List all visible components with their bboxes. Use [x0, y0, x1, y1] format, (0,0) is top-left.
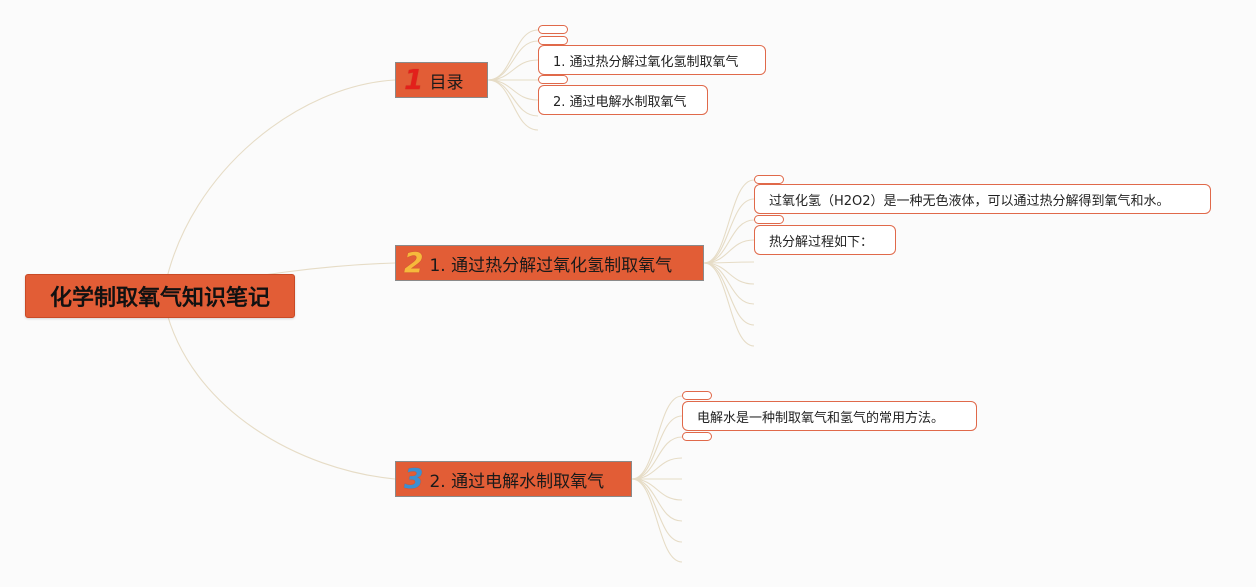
subtopic-label: 2. 通过电解水制取氧气 [553, 94, 687, 110]
branch3-connector-3 [631, 436, 683, 480]
subtopic-h2o2-intro[interactable]: 过氧化氢（H2O2）是一种无色液体，可以通过热分解得到氧气和水。 [754, 184, 1211, 214]
branch-label-1: 目录 [429, 72, 464, 93]
branch3-connector-7 [631, 478, 683, 522]
branch1-connector-2 [487, 40, 539, 81]
branch1-connector-7 [487, 79, 539, 131]
empty-subtopic[interactable] [682, 391, 712, 400]
subtopic-label: 热分解过程如下： [769, 234, 874, 250]
branch-number-1-icon: 1 [404, 63, 424, 96]
branch3-connector-1 [631, 395, 683, 480]
branch-number-3-icon: 3 [404, 462, 424, 495]
branch1-connector-1 [487, 29, 539, 81]
empty-subtopic[interactable] [538, 36, 568, 45]
empty-subtopic[interactable] [754, 175, 784, 184]
root-topic-label: 化学制取氧气知识笔记 [49, 286, 270, 311]
subtopic-toc-2[interactable]: 2. 通过电解水制取氧气 [538, 85, 708, 115]
branch1-connector-3 [487, 59, 539, 81]
branch2-connector-5 [703, 261, 755, 264]
empty-subtopic[interactable] [538, 25, 568, 34]
subtopic-toc-1[interactable]: 1. 通过热分解过氧化氢制取氧气 [538, 45, 766, 75]
branch-topic-3[interactable]: 3 2. 通过电解水制取氧气 [395, 461, 632, 497]
branch3-connector-9 [631, 478, 683, 563]
branch3-connector-8 [631, 478, 683, 543]
branch-number-2-icon: 2 [404, 246, 424, 279]
branch3-connector-6 [631, 478, 683, 501]
branch2-connector-3 [703, 219, 755, 264]
branch-topic-1[interactable]: 1 目录 [395, 62, 488, 98]
branch1-connector-6 [487, 79, 539, 117]
root-connector-3 [164, 305, 396, 480]
branch2-connector-6 [703, 262, 755, 285]
empty-subtopic[interactable] [538, 75, 568, 84]
branch2-connector-4 [703, 239, 755, 264]
branch2-connector-7 [703, 262, 755, 305]
subtopic-label: 1. 通过热分解过氧化氢制取氧气 [553, 54, 739, 70]
branch-label-2: 1. 通过热分解过氧化氢制取氧气 [429, 255, 673, 276]
root-topic[interactable]: 化学制取氧气知识笔记 [25, 274, 295, 318]
subtopic-label: 过氧化氢（H2O2）是一种无色液体，可以通过热分解得到氧气和水。 [769, 193, 1170, 209]
branch2-connector-1 [703, 179, 755, 264]
empty-subtopic[interactable] [754, 215, 784, 224]
subtopic-label: 电解水是一种制取氧气和氢气的常用方法。 [697, 410, 945, 426]
root-connector-1 [164, 79, 396, 287]
branch2-connector-2 [703, 198, 755, 264]
branch1-connector-5 [487, 79, 539, 101]
branch-topic-2[interactable]: 2 1. 通过热分解过氧化氢制取氧气 [395, 245, 704, 281]
branch2-connector-9 [703, 262, 755, 347]
branch2-connector-8 [703, 262, 755, 326]
empty-subtopic[interactable] [682, 432, 712, 441]
branch-label-3: 2. 通过电解水制取氧气 [429, 471, 605, 492]
subtopic-electrolysis-intro[interactable]: 电解水是一种制取氧气和氢气的常用方法。 [682, 401, 977, 431]
subtopic-decomposition[interactable]: 热分解过程如下： [754, 225, 896, 255]
branch3-connector-4 [631, 457, 683, 480]
branch3-connector-2 [631, 415, 683, 480]
